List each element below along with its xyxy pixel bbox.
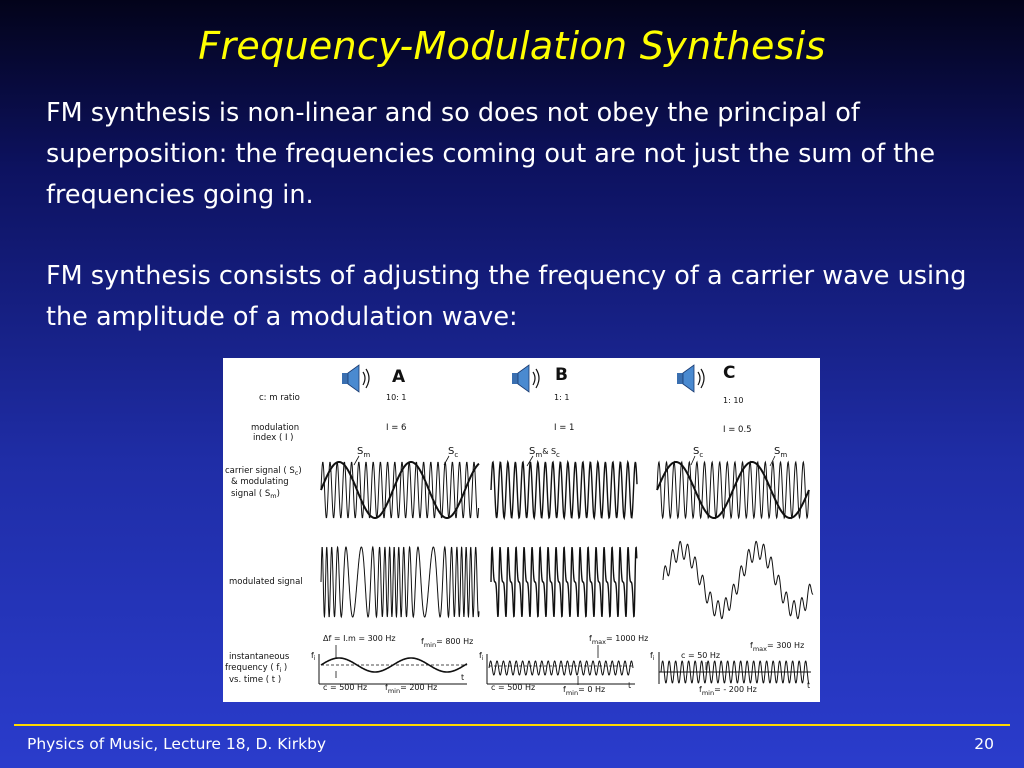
row-label-instantaneous: instantaneous [229,652,290,662]
carrier-modulating-waveform-b [490,459,638,521]
label-sm-sc-b: Sm& Sc [529,446,560,459]
row-label-cm-ratio: c: m ratio [259,393,300,403]
column-letter-a: A [392,367,406,387]
page-number: 20 [974,735,994,753]
row-label-index: index ( I ) [253,433,294,443]
row-label-modulation: modulation [251,423,299,433]
footer-divider [14,724,1010,726]
carrier-modulating-waveform-a [320,461,480,519]
t-label-c: t [807,681,810,690]
t-label-a: t [461,673,464,682]
delta-f-label-a: Δf = I.m = 300 Hz [323,634,396,643]
carrier-modulating-waveform-c [656,460,810,520]
slide-title: Frequency-Modulation Synthesis [198,24,826,68]
row-label-signal-sm: signal ( Sm) [231,489,280,500]
fi-label-c: fi [650,651,655,662]
t-label-b: t [628,681,631,690]
label-sm-a: Sm [357,446,370,459]
speaker-icon[interactable] [677,364,705,393]
fi-label-b: fi [479,651,484,662]
modulated-waveform-c [662,540,814,620]
column-letter-c: C [723,363,735,383]
inst-frequency-plot-b [486,645,635,685]
fmax-label-b: fmax= 1000 Hz [589,634,648,646]
inst-frequency-plot-c [658,652,811,684]
ratio-c: 1: 10 [723,396,744,405]
index-a: I = 6 [386,423,406,433]
fmin-label-c: fmin= - 200 Hz [699,685,757,697]
modulated-waveform-a [320,545,480,619]
row-label-modulating: & modulating [231,477,289,487]
inst-frequency-plot-a [318,645,468,685]
column-c-header: C 1: 10 I = 0.5 [677,363,752,435]
fi-label-a: fi [311,651,316,662]
footer-course-label: Physics of Music, Lecture 18, D. Kirkby [27,735,327,753]
ratio-b: 1: 1 [554,393,569,402]
row-label-carrier: carrier signal ( Sc) [225,466,302,477]
paragraph-carrier: FM synthesis consists of adjusting the f… [46,261,967,332]
row-label-vs-time: vs. time ( t ) [229,675,281,685]
fmin-label-a: fmin= 200 Hz [385,683,437,695]
label-sc-c: Sc [693,446,703,459]
c-label-b: c = 500 Hz [491,683,535,692]
index-c: I = 0.5 [723,425,752,435]
speaker-icon[interactable] [342,364,370,393]
modulated-waveform-b [490,546,638,618]
c-label-c: c = 50 Hz [681,651,720,660]
column-b-header: B 1: 1 I = 1 [512,364,574,433]
row-label-modulated: modulated signal [229,577,303,587]
speaker-icon[interactable] [512,364,540,393]
paragraph-nonlinear: FM synthesis is non-linear and so does n… [46,98,936,210]
ratio-a: 10: 1 [386,393,407,402]
fmin-label-b: fmin= 0 Hz [563,685,605,697]
c-label-a: c = 500 Hz [323,683,367,692]
label-sc-a: Sc [448,446,458,459]
index-b: I = 1 [554,423,574,433]
label-sm-c: Sm [774,446,787,459]
fm-synthesis-figure: c: m ratio modulation index ( I ) carrie… [223,358,820,702]
row-label-frequency: frequency ( fi ) [225,663,287,674]
fmax-label-c: fmax= 300 Hz [750,641,804,653]
column-a-header: A 10: 1 I = 6 [342,364,407,433]
column-letter-b: B [555,365,568,385]
fmax-label-a: fmin= 800 Hz [421,637,473,649]
